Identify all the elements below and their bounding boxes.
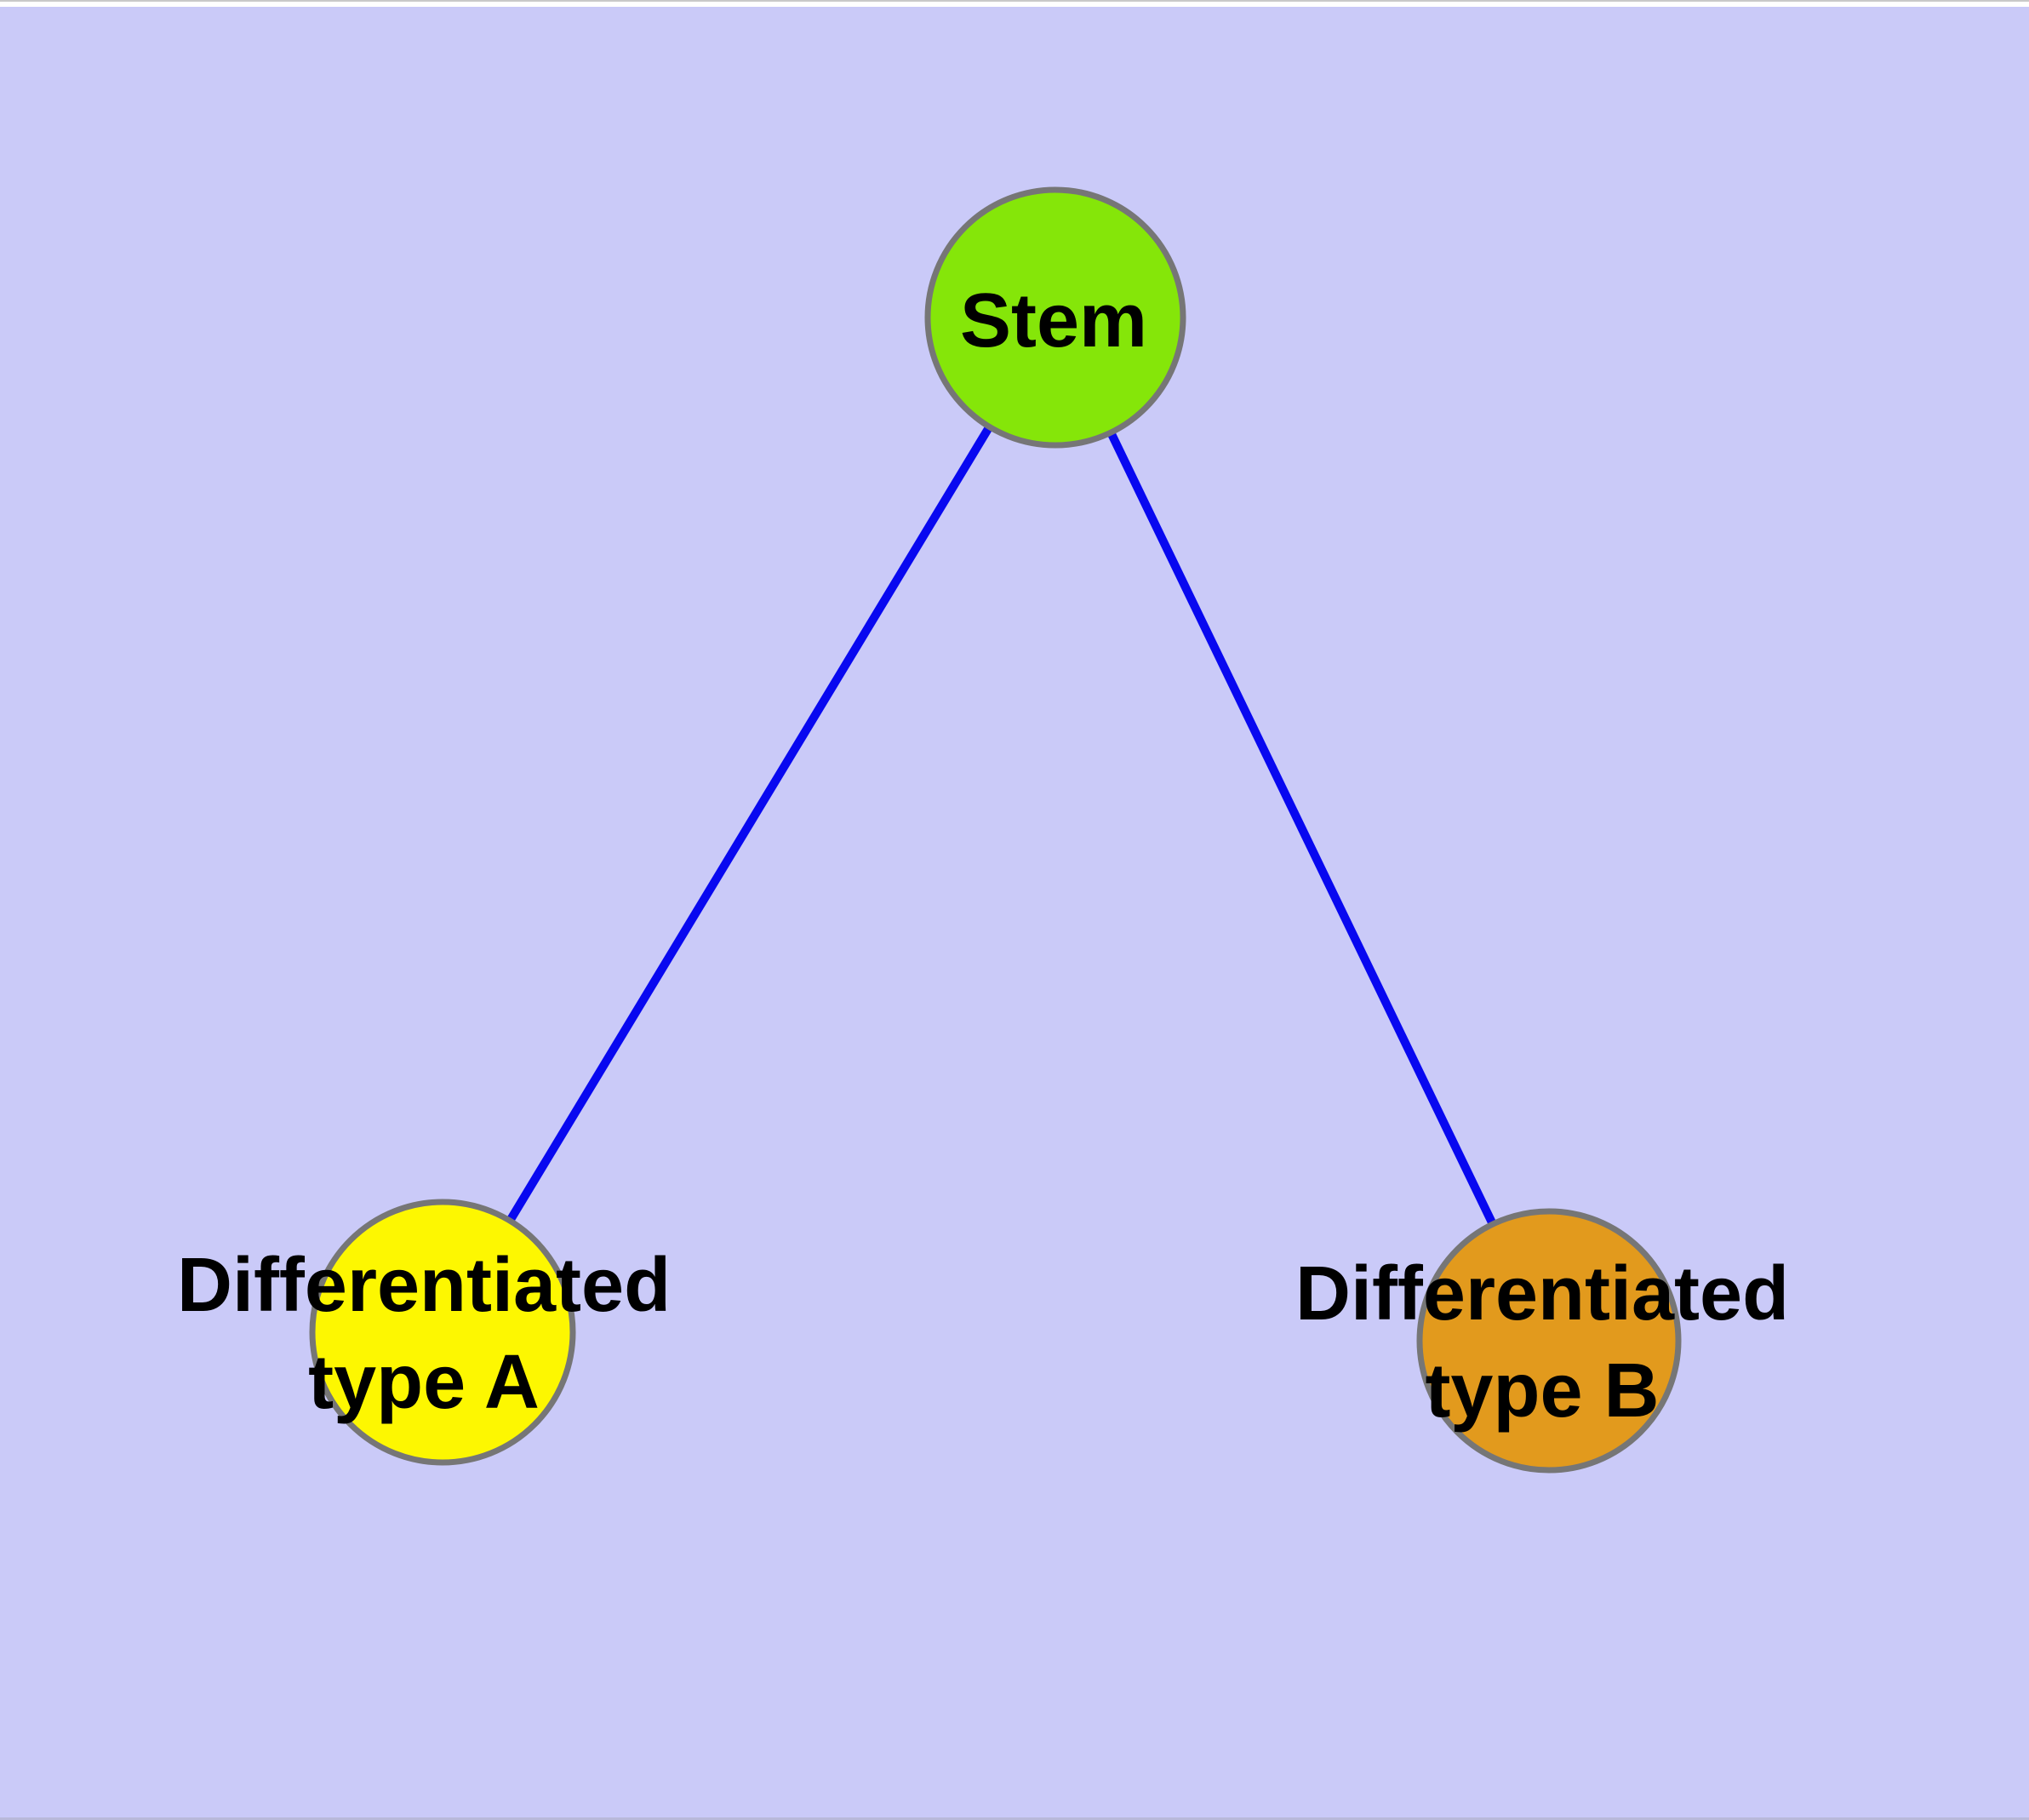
edge-stem-to-type-b: [1051, 315, 1553, 1343]
node-differentiated-type-a-label: Differentiated type A: [176, 1243, 672, 1425]
node-differentiated-type-a-circle: [309, 1199, 576, 1466]
node-differentiated-type-b-circle: [1416, 1208, 1682, 1474]
node-stem-circle: [924, 186, 1186, 449]
node-stem-label: Stem: [959, 278, 1148, 363]
node-differentiated-type-b-label: Differentiated type B: [1295, 1251, 1790, 1434]
bottom-edge-line: [0, 1817, 2029, 1820]
edge-stem-to-type-a: [438, 315, 1060, 1335]
top-margin-strip: [0, 0, 2029, 7]
